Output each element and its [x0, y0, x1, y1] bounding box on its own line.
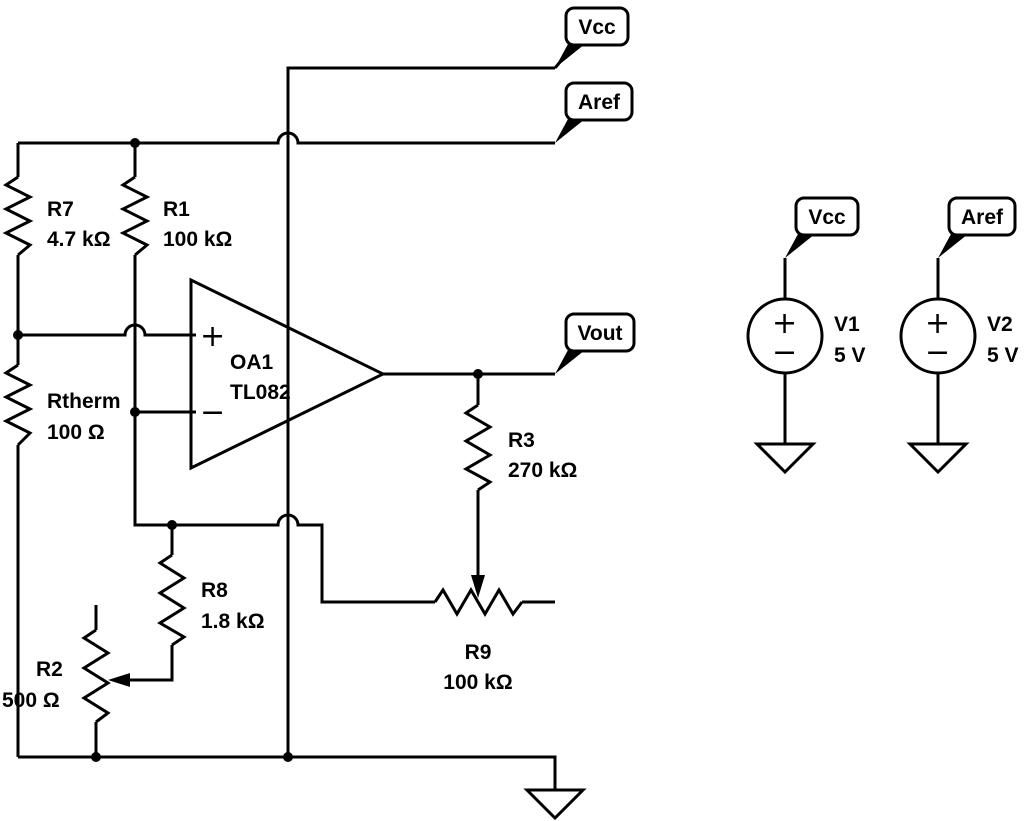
ground-symbol-v1 — [753, 442, 817, 475]
tag-box — [947, 196, 1017, 237]
noninv-input-wire — [18, 323, 196, 337]
r2-potentiometer — [81, 628, 111, 724]
r2-name: R2 — [36, 658, 63, 681]
opamp-minus-sign: − — [200, 395, 225, 430]
junction-dot — [473, 369, 483, 379]
r3-name: R3 — [508, 429, 535, 452]
v2-name: V2 — [987, 313, 1013, 336]
net-label-aref-source: Aref — [938, 196, 1017, 258]
tag-pointer — [555, 119, 585, 143]
r1-name: R1 — [163, 198, 190, 221]
r1-column-wire — [133, 143, 435, 604]
tag-box — [564, 6, 630, 47]
r1-resistor — [119, 175, 151, 257]
tag-box — [564, 81, 634, 122]
r8-wire — [130, 525, 174, 682]
tag-pointer — [555, 44, 585, 68]
net-label-vcc-source: Vcc — [785, 196, 860, 258]
r8-name: R8 — [201, 579, 228, 602]
opamp-part: TL082 — [230, 381, 291, 404]
tag-pointer — [555, 350, 585, 374]
r9-name: R9 — [465, 641, 492, 664]
junction-dot — [283, 752, 293, 762]
net-label-vout: Vout — [555, 312, 636, 374]
ground-symbol-main — [523, 788, 587, 821]
r1-value: 100 kΩ — [163, 228, 232, 251]
net-label-vcc-main: Vcc — [553, 6, 630, 69]
ground-rail — [18, 755, 557, 790]
tag-box — [564, 312, 636, 353]
v1-plus-sign: + — [772, 306, 797, 341]
tag-text: Aref — [961, 206, 1004, 229]
v1-source-circle — [746, 297, 824, 375]
opamp-triangle — [189, 277, 387, 471]
tag-text: Vcc — [578, 16, 616, 39]
ground-symbol-v2 — [906, 442, 970, 475]
r8-value: 1.8 kΩ — [201, 610, 265, 633]
r7-resistor — [2, 175, 34, 257]
v1-value: 5 V — [834, 344, 866, 367]
r9-potentiometer — [433, 587, 524, 617]
r2-value: 500 Ω — [2, 689, 60, 712]
tag-box — [794, 196, 860, 237]
r2-wiper-arrow — [108, 673, 130, 687]
v1-minus-sign: − — [772, 335, 797, 370]
tag-text: Vout — [577, 322, 622, 345]
net-label-aref-main: Aref — [555, 81, 634, 143]
junction-dot — [91, 752, 101, 762]
r3-resistor — [462, 403, 493, 492]
r7-name: R7 — [47, 198, 74, 221]
v1-name: V1 — [834, 313, 860, 336]
v2-source-circle — [899, 297, 977, 375]
aref-rail — [18, 131, 555, 145]
tag-pointer — [785, 234, 815, 258]
v2-minus-sign: − — [925, 335, 950, 370]
wires — [16, 66, 940, 790]
tag-text: Aref — [578, 91, 621, 114]
opamp-plus-sign: + — [200, 319, 225, 354]
tag-pointer — [938, 234, 968, 258]
r9-value: 100 kΩ — [443, 671, 512, 694]
rtherm-value: 100 Ω — [47, 421, 105, 444]
junction-dot — [13, 330, 23, 340]
rtherm-name: Rtherm — [47, 390, 121, 413]
opamp-name: OA1 — [230, 351, 274, 374]
rtherm-resistor — [2, 363, 34, 447]
vcc-wire — [286, 66, 555, 757]
r7-value: 4.7 kΩ — [47, 228, 111, 251]
tag-text: Vcc — [808, 206, 846, 229]
r3-value: 270 kΩ — [508, 459, 577, 482]
r9-wiper-arrow — [471, 575, 485, 598]
junction-dot — [167, 520, 177, 530]
junction-dot — [130, 138, 140, 148]
v2-plus-sign: + — [925, 306, 950, 341]
v2-value: 5 V — [987, 344, 1019, 367]
junction-dot — [130, 407, 140, 417]
r8-resistor — [157, 553, 187, 647]
junctions — [13, 138, 483, 762]
